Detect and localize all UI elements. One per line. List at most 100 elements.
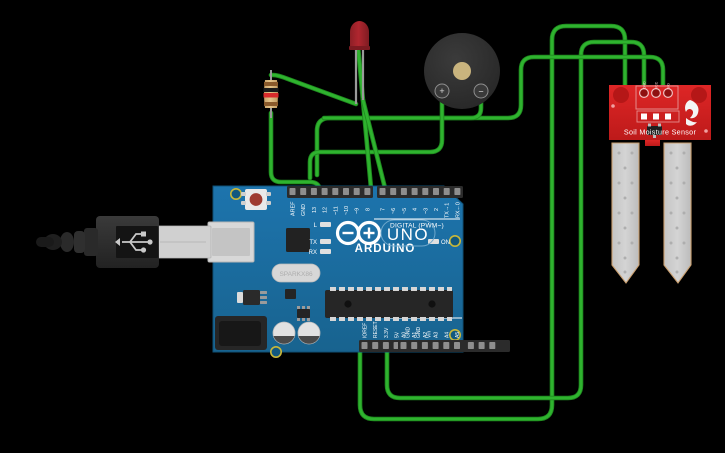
mcu-pins — [330, 287, 452, 321]
buzzer-plus-label: + — [439, 86, 444, 96]
status-led-rx — [320, 249, 331, 254]
arduino-uno-board[interactable]: AREF GND 13 12 ~11 ~10 ~9 8 7 ~6 ~5 4 ~3… — [207, 185, 510, 358]
wire-sensor-gnd-core — [358, 24, 627, 421]
sensor-pad — [665, 113, 671, 120]
led-label-on: ON — [441, 240, 450, 246]
led-component[interactable] — [349, 21, 370, 104]
wire-sensor-vcc-core — [385, 40, 646, 400]
usb-strain-relief — [84, 228, 98, 256]
reset-button-cap[interactable] — [249, 193, 263, 206]
led-flange — [349, 46, 370, 50]
pin-label: ~10 — [344, 206, 350, 215]
pin-label: GND — [405, 327, 411, 339]
capacitor-marking — [273, 336, 295, 344]
sensor-pad-box — [636, 110, 680, 123]
usb-interface-ic — [286, 228, 310, 252]
sensor-corner-pad — [691, 87, 707, 103]
digital-header-left[interactable] — [287, 186, 373, 198]
mounting-hole — [230, 188, 243, 201]
pin-label: AREF — [291, 201, 297, 216]
digital-header-right[interactable] — [377, 186, 463, 198]
mcu-marking-dot — [428, 300, 436, 308]
pin-label: TX→1 — [445, 203, 451, 218]
pin-label: ~5 — [402, 208, 408, 214]
sensor-pcb — [609, 85, 711, 140]
usb-cable-ferrite — [60, 232, 74, 252]
usb-b-port-inner — [212, 228, 250, 256]
soil-moisture-sensor[interactable]: GND VCC SIG Soil Moisture Sensor — [609, 81, 711, 284]
pin-label: 3.3V — [384, 327, 390, 338]
usb-cable[interactable] — [36, 216, 212, 268]
pin-label: ~6 — [391, 208, 397, 214]
sensor-prong-left — [611, 142, 640, 284]
pin-label: 7 — [381, 208, 387, 211]
pin-label: GND — [301, 204, 307, 216]
regulator-tab — [237, 292, 243, 303]
analog-pin-labels: A0 A1 A2 A3 A4 A5 — [402, 332, 462, 338]
pin-label: ~11 — [333, 206, 339, 215]
mcu-pin1-dot — [344, 300, 352, 308]
pin-label: RX←0 — [455, 202, 461, 218]
pin-label: 12 — [323, 207, 329, 213]
sensor-pin-vcc[interactable] — [650, 87, 661, 98]
capacitor-marking — [298, 336, 320, 344]
pin-label: ~3 — [423, 208, 429, 214]
power-pin-labels: IOREF RESET 3.3V 5V GND GND Vin — [363, 321, 433, 338]
resistor-component[interactable] — [263, 70, 279, 118]
sensor-label-text: Soil Moisture Sensor — [624, 128, 697, 137]
pin-label: GND — [416, 327, 422, 339]
pin-label: A2 — [423, 332, 429, 338]
pin-label: 2 — [434, 208, 440, 211]
status-led-l — [320, 222, 331, 227]
sensor-pcb-tab — [645, 140, 660, 146]
buzzer-sound-hole — [453, 62, 471, 80]
header-pin-group — [379, 188, 461, 195]
piezo-buzzer[interactable]: + − — [424, 33, 500, 109]
mcu-chip — [325, 290, 453, 318]
led-label-tx: TX — [309, 240, 317, 246]
logo-plus-minus — [342, 227, 375, 239]
pin-label: A1 — [412, 332, 418, 338]
reset-button-tab — [266, 201, 271, 205]
digital-pin-labels: AREF GND 13 12 ~11 ~10 ~9 8 7 ~6 ~5 4 ~3… — [291, 201, 462, 218]
sensor-transistor-pins — [648, 123, 661, 138]
sensor-via — [611, 104, 615, 108]
status-led-tx — [320, 239, 331, 244]
led-body[interactable] — [350, 21, 369, 49]
sensor-pin-labels: GND VCC SIG — [643, 81, 671, 89]
sensor-prong-right — [663, 142, 692, 284]
pin-label: A4 — [444, 332, 450, 338]
wire-led-leg2-core — [361, 98, 387, 190]
pin-label: A0 — [402, 332, 408, 338]
sensor-transistor — [647, 126, 662, 135]
pin-label: A5 — [455, 332, 461, 338]
sensor-header-silk — [635, 85, 679, 110]
pin-label: Vin — [427, 331, 433, 338]
sensor-pad — [641, 113, 647, 120]
sensor-pin-sig[interactable] — [662, 87, 673, 98]
small-ic — [297, 309, 310, 318]
header-pin-group — [289, 188, 371, 195]
buzzer-terminal-plus — [434, 83, 450, 99]
arduino-model-text: UNO — [387, 225, 429, 244]
small-ic-pins — [297, 306, 310, 321]
pin-label: RESET — [373, 321, 379, 338]
pin-label: A3 — [434, 332, 440, 338]
uno-badge-outline — [380, 219, 436, 247]
reset-button-tab — [241, 201, 246, 205]
wire-group[interactable] — [268, 23, 666, 422]
resistor-band-4 — [264, 102, 278, 106]
resistor-band-3 — [263, 93, 279, 98]
pin-label: 13 — [312, 207, 318, 213]
sensor-pin-label: GND — [643, 81, 647, 89]
dc-barrel-jack-inner — [219, 321, 261, 346]
wire-led-anode-core — [356, 44, 373, 190]
voltage-regulator — [243, 290, 260, 305]
sensor-pin-gnd[interactable] — [638, 87, 649, 98]
pin-label: 5V — [395, 331, 401, 338]
sensor-pad — [653, 113, 659, 120]
wire-buzzer-minus-core — [322, 94, 483, 120]
sensor-pin-label: VCC — [655, 81, 659, 89]
